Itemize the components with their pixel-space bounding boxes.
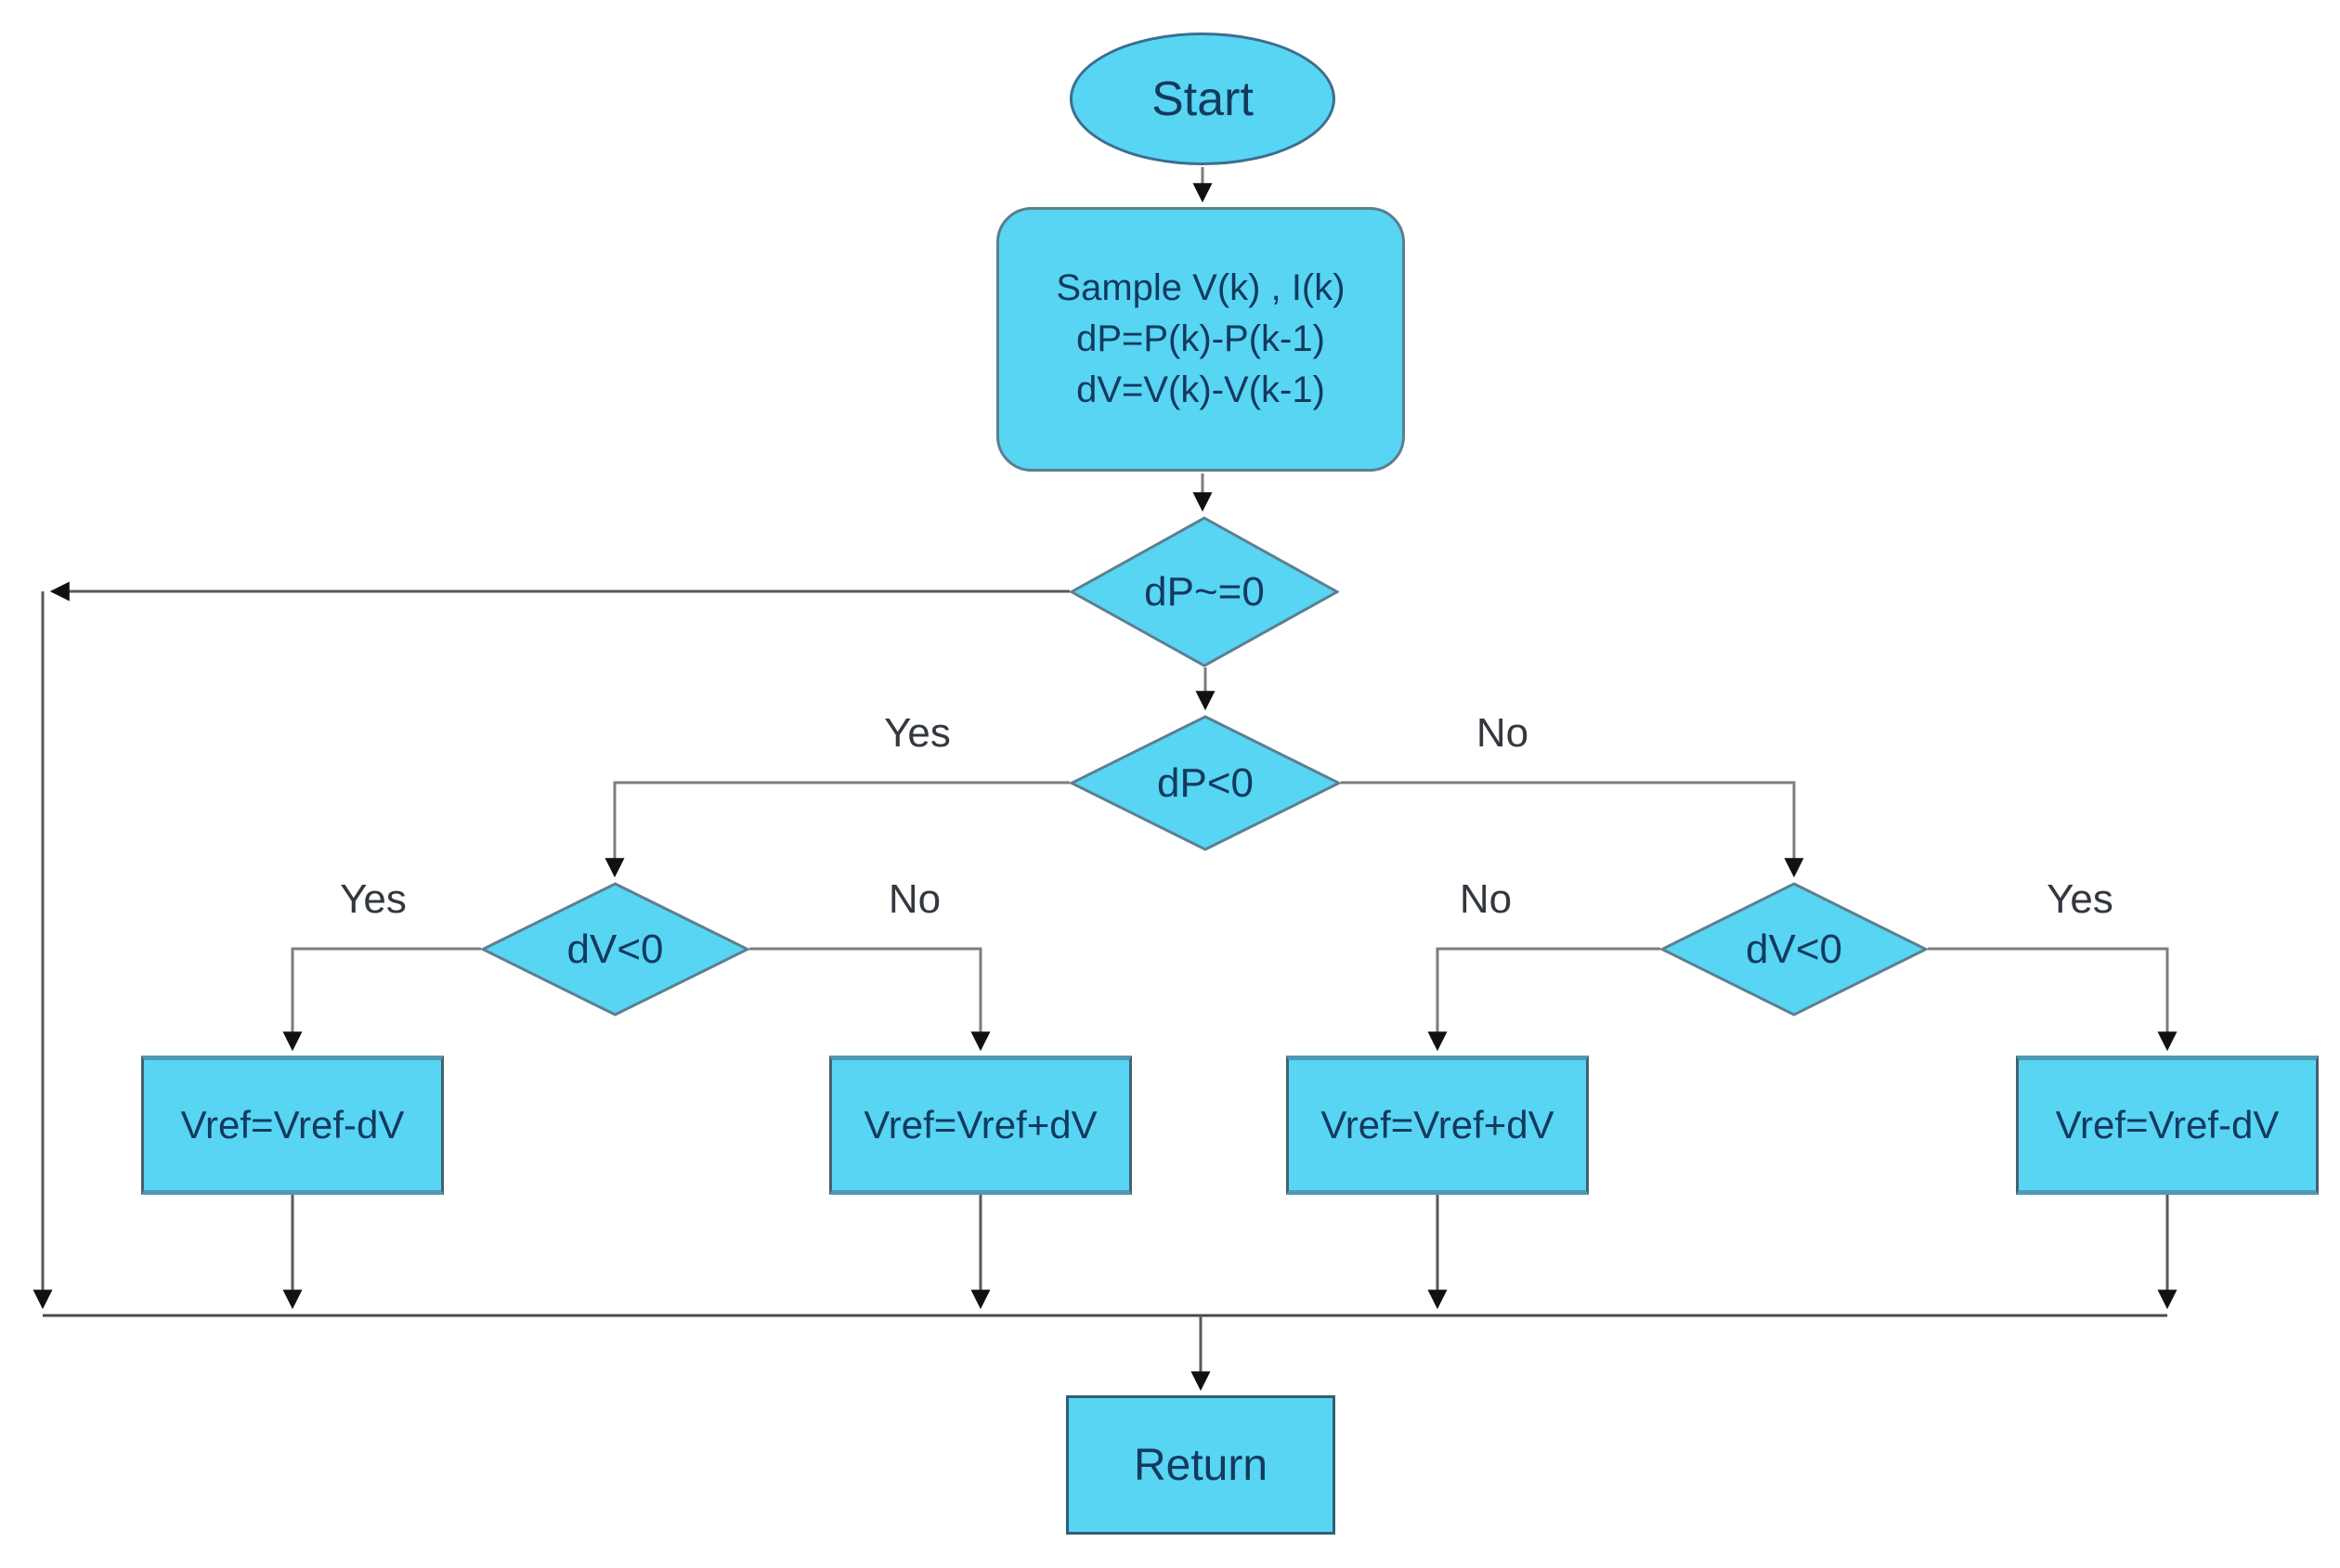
decision-dp-zero: dP~=0 (1070, 516, 1339, 667)
sample-line-2: dP=P(k)-P(k-1) (1076, 317, 1325, 359)
decision-dp-zero-label: dP~=0 (1144, 568, 1265, 615)
decision-dv-left-label: dV<0 (566, 926, 664, 972)
edge-label-dv-right-yes: Yes (2047, 876, 2113, 922)
decision-dv-right: dV<0 (1660, 882, 1928, 1017)
sample-process-text: Sample V(k) , I(k) dP=P(k)-P(k-1) dV=V(k… (1056, 263, 1345, 417)
process-vref-3-label: Vref=Vref+dV (1320, 1103, 1554, 1147)
sample-process-box: Sample V(k) , I(k) dP=P(k)-P(k-1) dV=V(k… (996, 207, 1405, 472)
process-vref-3: Vref=Vref+dV (1286, 1056, 1589, 1195)
diamond-shape (1070, 516, 1339, 667)
process-vref-1: Vref=Vref-dV (141, 1056, 444, 1195)
process-vref-4-label: Vref=Vref-dV (2055, 1103, 2280, 1147)
start-label: Start (1151, 71, 1254, 126)
decision-dp-negative: dP<0 (1070, 715, 1341, 851)
edge-label-dv-left-no: No (888, 876, 942, 922)
return-label: Return (1133, 1440, 1268, 1490)
diamond-shape (481, 882, 749, 1017)
start-terminator: Start (1070, 32, 1335, 165)
process-vref-4: Vref=Vref-dV (2016, 1056, 2319, 1195)
process-vref-2-label: Vref=Vref+dV (864, 1103, 1098, 1147)
decision-dp-negative-label: dP<0 (1157, 759, 1254, 806)
sample-line-3: dV=V(k)-V(k-1) (1076, 369, 1325, 411)
sample-line-1: Sample V(k) , I(k) (1056, 266, 1346, 308)
process-vref-2: Vref=Vref+dV (829, 1056, 1132, 1195)
decision-dv-right-label: dV<0 (1746, 926, 1842, 972)
edge-label-dv-left-yes: Yes (340, 876, 407, 922)
edge-label-dp-negative-yes: Yes (884, 710, 951, 756)
decision-dv-left: dV<0 (481, 882, 749, 1017)
edge-label-dv-right-no: No (1459, 876, 1513, 922)
diamond-shape (1660, 882, 1928, 1017)
process-vref-1-label: Vref=Vref-dV (180, 1103, 405, 1147)
edge-label-dp-negative-no: No (1476, 710, 1529, 756)
diamond-shape (1070, 715, 1341, 851)
return-terminator: Return (1066, 1395, 1335, 1535)
